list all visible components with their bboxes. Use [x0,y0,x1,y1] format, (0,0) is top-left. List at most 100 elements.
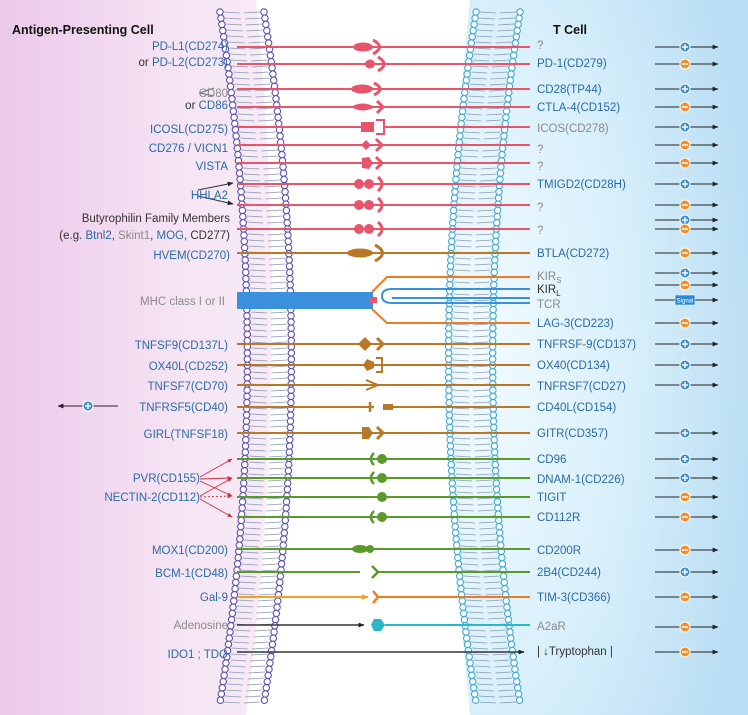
apc-membrane-tails [223,11,288,704]
tcell-label-27: A2aR [537,621,566,633]
apc-label-10: HVEM(CD270) [153,250,230,262]
apc-membrane-heads [216,8,296,704]
inhibitory-signal-3 [655,101,719,113]
stimulatory-signal-4 [655,121,719,133]
apc-membrane [216,8,296,704]
apc-label-14: TNFSF7(CD70) [147,381,228,393]
mhc-bar [237,292,373,309]
pvr-nectin-pointers [199,458,233,518]
signal-arrows: Signal [57,41,719,658]
apc-header: Antigen-Presenting Cell [12,23,154,37]
cell-membranes [216,8,524,704]
tnf-lines [237,343,530,434]
tcell-label-6: ? [537,161,543,173]
a2ar-receptor [371,619,385,631]
apc-background [0,0,272,715]
signal-signal-14: Signal [655,294,719,306]
inhibitory-signal-6 [655,157,719,169]
tcell-label-21: DNAM-1(CD226) [537,474,625,486]
tcell-molecule-labels: ? PD-1(CD279) CD28(TP44) CTLA-4(CD152) ICOS(… [537,40,636,658]
inhibitory-signal-27 [655,621,719,633]
apc-label-23: IDO1 ; TDO [168,649,229,661]
tcell-label-16: OX40(CD134) [537,360,610,372]
tcell-label-19: GITR(CD357) [537,428,608,440]
apc-label-0: PD-L1(CD274) [152,41,228,53]
apc-label-13: OX40L(CD252) [149,361,228,373]
stimulatory-signal-20 [655,453,719,465]
tcell-label-11: KIRS [537,271,562,285]
tcell-header: T Cell [553,23,587,37]
inhibitory-signal-11 [655,247,719,259]
apc-label-18: NECTIN-2(CD112) [104,492,200,504]
stimulatory-signal-9 [655,214,719,226]
cd80-bracket [199,87,215,97]
stimulatory-signal-19 [655,427,719,439]
tcell-label-7: TMIGD2(CD28H) [537,179,626,191]
apc-label-16: GIRL(TNFSF18) [144,429,229,441]
stimulatory-signal-25 [655,566,719,578]
apc-label-4: ICOSL(CD275) [150,124,228,136]
inhibitory-signal-28 [655,646,719,658]
tcell-label-20: CD96 [537,454,566,466]
apc-label-6: VISTA [196,161,229,173]
apc-label-3: or CD86 [185,100,228,112]
tcell-label-25: 2B4(CD244) [537,567,601,579]
tcell-background [451,0,748,715]
stimulatory-signal-17 [655,359,719,371]
apc-label-5: CD276 / VICN1 [149,143,228,155]
apc-label-7: HHLA2 [191,190,228,202]
apc-label-21: Gal-9 [200,592,228,604]
tcell-label-5: ? [537,144,543,156]
apc-label-22: Adenosine [174,620,228,632]
inhibitory-signal-8 [655,199,719,211]
tcell-label-23: CD112R [537,512,580,524]
tcell-membrane [444,8,524,704]
tcell-label-22: TIGIT [537,492,566,504]
tcell-label-10: BTLA(CD272) [537,248,609,260]
tcell-label-13: TCR [537,299,561,311]
inhibitory-signal-23 [655,511,719,523]
apc-label-15: TNFRSF5(CD40) [139,402,228,414]
tcell-label-14: LAG-3(CD223) [537,318,614,330]
stimulatory-signal-16 [655,338,719,350]
tcell-label-17: TNFRSF7(CD27) [537,381,626,393]
apc-label-9: (e.g. Btnl2, Skint1, MOG, CD277) [59,230,230,242]
hhla2-pointers [197,181,234,206]
apc-cd40-signal [57,400,118,412]
stimulatory-signal-7 [655,178,719,190]
tcell-label-18: CD40L(CD154) [537,402,616,414]
tcell-label-9: ? [537,225,543,237]
tcell-membrane-heads [444,8,524,704]
inhibitory-signal-1 [655,58,719,70]
tcr-kir-lines [371,276,530,324]
stimulatory-signal-12 [655,267,719,279]
stimulatory-signal-2 [655,83,719,95]
tcell-label-4: ICOS(CD278) [537,123,609,135]
apc-label-12: TNFSF9(CD137L) [135,340,228,352]
tcell-label-1: PD-1(CD279) [537,58,607,70]
signal-box-label: Signal [677,299,694,305]
tcell-label-3: CTLA-4(CD152) [537,102,620,114]
ligand-receptor-shapes [347,38,393,604]
inhibitory-signal-24 [655,544,719,556]
inhibitory-signal-22 [655,491,719,503]
apc-label-11: MHC class I or II [140,296,225,308]
stimulatory-signal-21 [655,472,719,484]
apc-label-19: MOX1(CD200) [152,545,228,557]
stimulatory-signal-0 [655,41,719,53]
tcell-label-12: KIRL [537,284,561,298]
tcell-label-2: CD28(TP44) [537,84,602,96]
tcell-label-26: TIM-3(CD366) [537,592,611,604]
tcell-label-28: | ↓Tryptophan | [537,646,613,658]
tcell-label-0: ? [537,40,543,52]
apc-label-8: Butyrophilin Family Members [82,213,231,225]
inhibitory-signal-5 [655,139,719,151]
apc-label-20: BCM-1(CD48) [155,568,228,580]
inhibitory-signal-10 [655,223,719,235]
apc-label-1: or PD-L2(CD273) [139,57,229,69]
inhibitory-signal-15 [655,317,719,329]
inhibitory-signal-13 [655,279,719,291]
